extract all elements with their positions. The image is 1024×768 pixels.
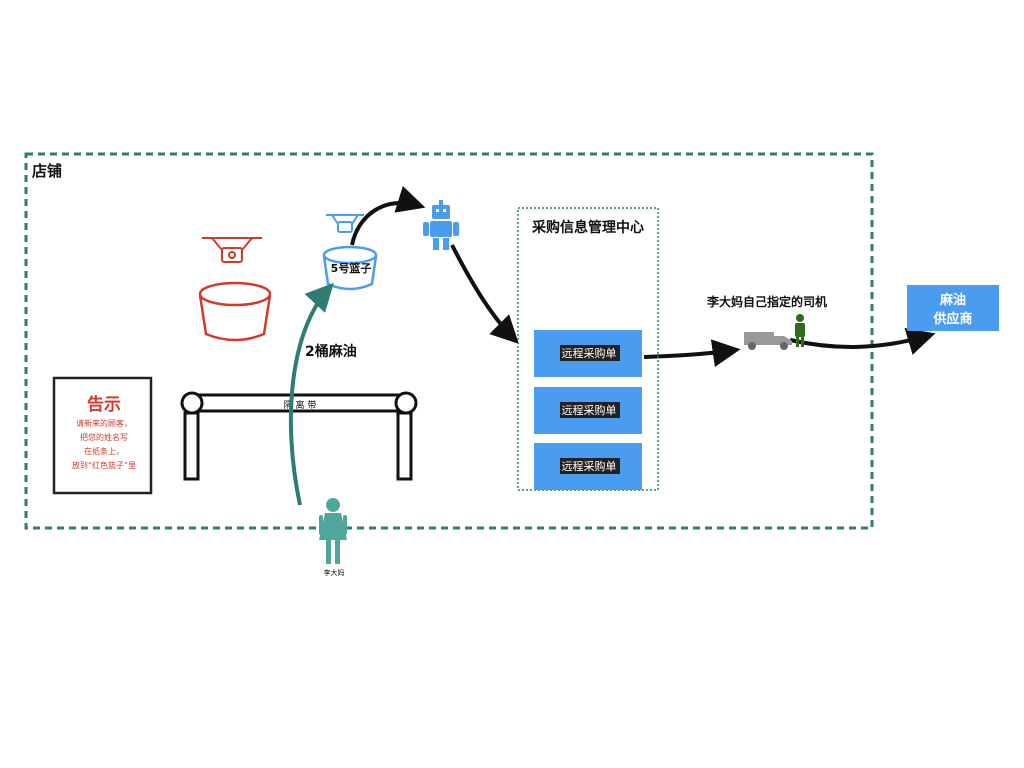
order-label-2: 远程采购单 (562, 403, 617, 417)
arrow-basket-to-robot (350, 185, 426, 246)
notice-line-1: 请新来的顾客， (76, 418, 132, 428)
notice-line-2: 把您的姓名写 (80, 432, 128, 442)
driver-person-icon (795, 314, 805, 347)
arrow-robot-to-center (450, 244, 519, 344)
carry-label: 2桶麻油 (305, 343, 357, 360)
supplier-box (907, 285, 999, 331)
driver-label: 李大妈自己指定的司机 (706, 294, 827, 309)
basket-label: 5号篮子 (331, 261, 372, 275)
customer-label: 李大妈 (324, 568, 345, 577)
red-basket-icon (198, 281, 272, 342)
robot-icon (423, 200, 459, 250)
customer-person-icon (319, 498, 347, 564)
store-label: 店铺 (32, 162, 62, 180)
order-label-bg-2 (560, 402, 620, 418)
order-label-3: 远程采购单 (562, 459, 617, 473)
barrier (180, 391, 418, 481)
notice-line-4: 放到“红色篮子”里 (72, 460, 136, 470)
blue-drone-icon (326, 214, 364, 233)
red-drone-icon (202, 237, 262, 263)
barrier-label: 隔 离 带 (284, 399, 317, 411)
center-title: 采购信息管理中心 (531, 219, 644, 236)
order-label-1: 远程采购单 (562, 346, 617, 360)
notice-line-3: 在纸条上， (84, 446, 124, 456)
notice-board (52, 376, 153, 495)
blue-basket-icon (322, 245, 378, 291)
arrow-order-to-driver (643, 339, 741, 368)
arrow-driver-to-supplier (789, 328, 936, 355)
supplier-line-2: 供应商 (932, 311, 972, 327)
notice-title: 告示 (87, 394, 121, 415)
arrow-customer-to-basket (288, 282, 334, 506)
order-label-bg-1 (560, 345, 620, 361)
supplier-line-1: 麻油 (939, 292, 966, 308)
order-label-bg-3 (560, 458, 620, 474)
store-boundary (24, 152, 874, 530)
truck-icon (744, 332, 792, 350)
